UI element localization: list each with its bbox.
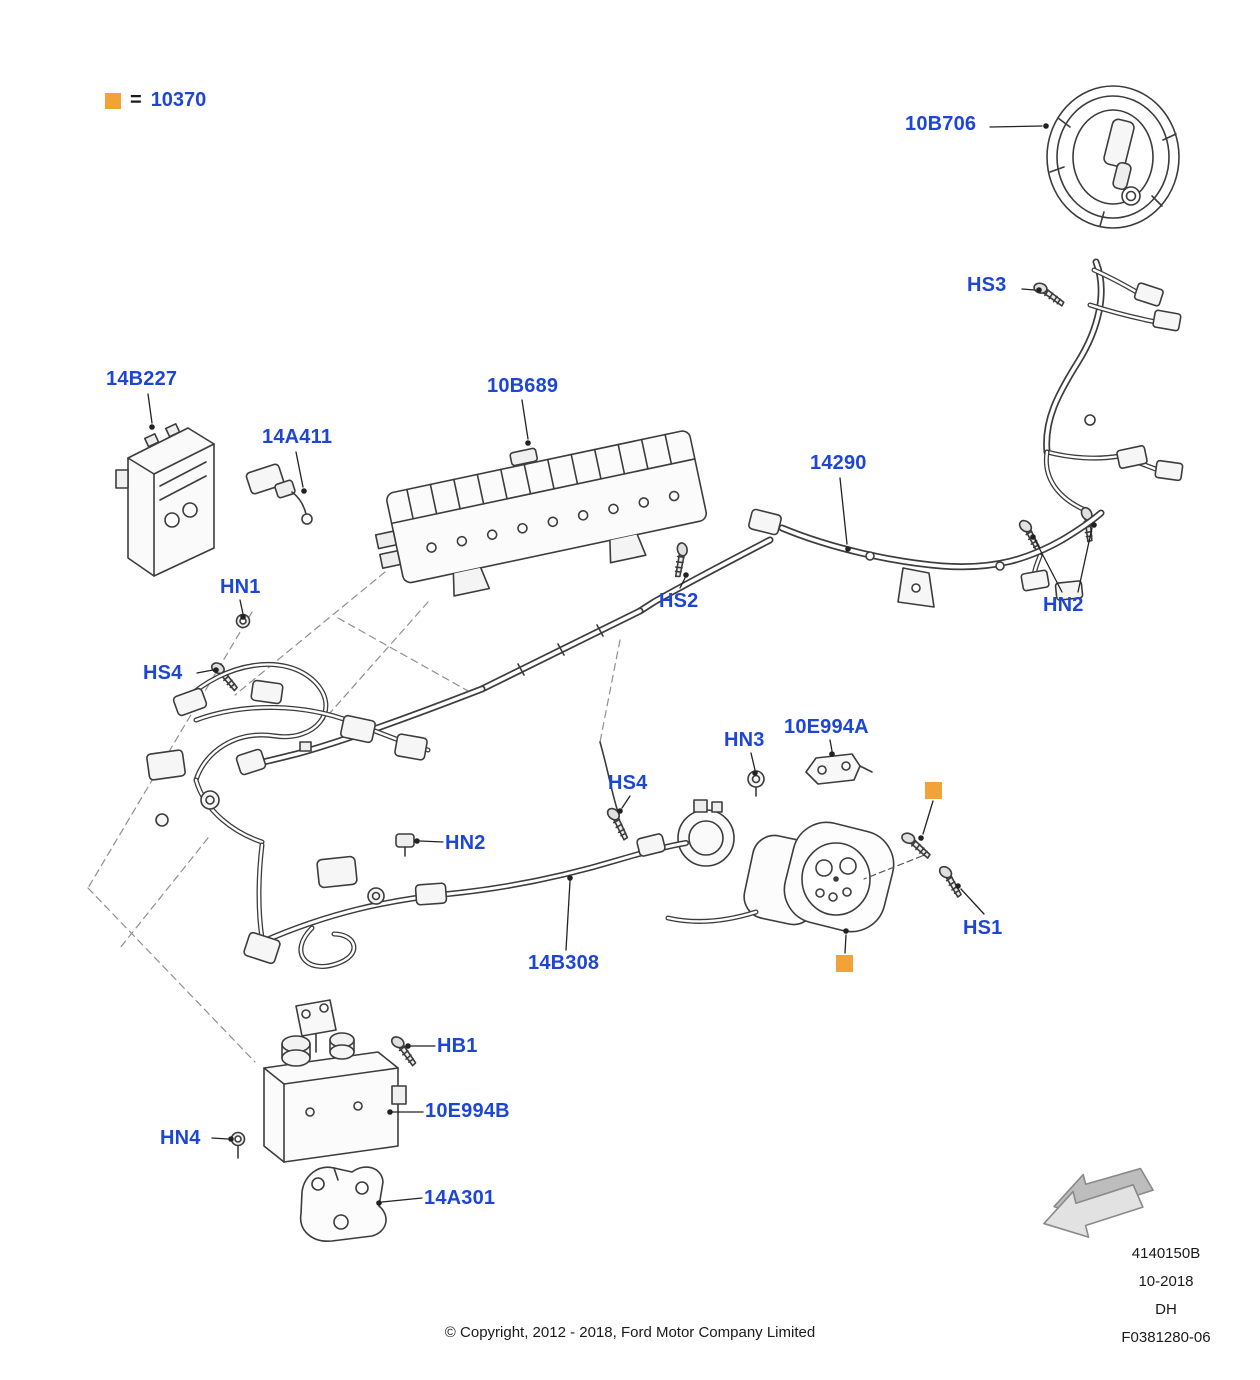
copyright-text: © Copyright, 2012 - 2018, Ford Motor Com… — [444, 1324, 816, 1341]
part-label-HS4-left[interactable]: HS4 — [143, 662, 183, 684]
direction-arrow-icon — [1043, 1167, 1154, 1238]
part-HB1-art — [385, 1033, 424, 1067]
part-label-HN4[interactable]: HN4 — [160, 1127, 201, 1149]
doc-info-block: 4140150B 10-2018 DH F0381280-06 — [1076, 1240, 1256, 1352]
part-label-HS2[interactable]: HS2 — [659, 590, 699, 612]
harness-top-right-art — [1043, 258, 1184, 513]
part-14B308-art — [243, 833, 689, 969]
part-label-10E994B[interactable]: 10E994B — [425, 1100, 510, 1122]
part-label-10E994A[interactable]: 10E994A — [784, 716, 869, 738]
part-label-HS4-mid[interactable]: HS4 — [608, 772, 648, 794]
part-HS3-art — [1030, 281, 1068, 307]
part-14A301-art — [299, 1166, 387, 1242]
part-label-HN2-mid[interactable]: HN2 — [445, 832, 486, 854]
part-label-10B689[interactable]: 10B689 — [487, 375, 559, 397]
part-HN2-mid-art — [395, 833, 415, 857]
part-label-HS3[interactable]: HS3 — [967, 274, 1007, 296]
harness-left-art — [146, 661, 431, 845]
part-14B227-art — [115, 423, 215, 577]
part-label-14B227[interactable]: 14B227 — [106, 368, 178, 390]
part-label-HN3[interactable]: HN3 — [724, 729, 765, 751]
doc-initials: DH — [1155, 1301, 1177, 1318]
part-label-14B308[interactable]: 14B308 — [528, 952, 600, 974]
legend-marker-swatch — [105, 92, 121, 109]
part-label-HS1[interactable]: HS1 — [963, 917, 1003, 939]
part-10B689-art — [374, 430, 708, 597]
construction-lines — [87, 571, 621, 1063]
part-label-HB1[interactable]: HB1 — [437, 1035, 478, 1057]
part-label-10B706[interactable]: 10B706 — [905, 113, 977, 135]
part-HS2-art — [668, 541, 694, 579]
part-14A411-art — [245, 463, 313, 525]
part-label-14A301[interactable]: 14A301 — [424, 1187, 496, 1209]
charge-port-art — [665, 799, 895, 933]
doc-ref: F0381280-06 — [1121, 1329, 1211, 1346]
part-label-HN2-right[interactable]: HN2 — [1043, 594, 1084, 616]
part-10E994B-art — [263, 999, 407, 1163]
legend-equals: = — [130, 89, 142, 111]
doc-date: 10-2018 — [1138, 1273, 1194, 1290]
doc-code: 4140150B — [1131, 1245, 1201, 1262]
part-label-HN1[interactable]: HN1 — [220, 576, 261, 598]
leader-lines — [147, 123, 1097, 1206]
part-HN4-art — [230, 1131, 246, 1159]
legend: = 10370 — [105, 89, 206, 112]
part-HS1-art — [863, 830, 970, 899]
part-10E994A-art — [805, 753, 873, 785]
legend-part-number[interactable]: 10370 — [150, 89, 207, 111]
part-10B706-art — [1046, 85, 1180, 229]
part-HS4-mid-art — [599, 741, 637, 842]
part-label-14290[interactable]: 14290 — [810, 452, 867, 474]
part-label-14A411[interactable]: 14A411 — [262, 426, 333, 448]
